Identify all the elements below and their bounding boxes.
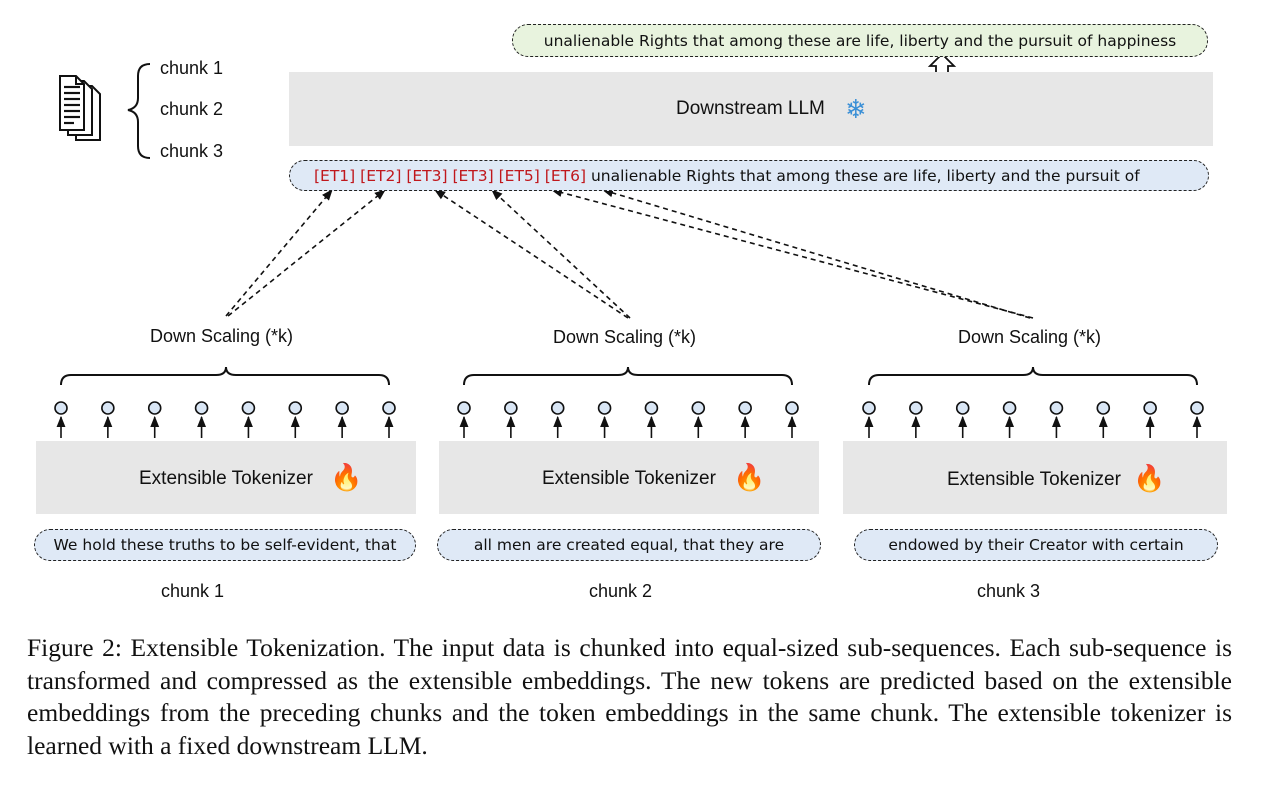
embedding-node <box>54 401 68 415</box>
chunk-label-3: chunk 3 <box>977 581 1041 601</box>
down-scaling-brace <box>868 366 1198 386</box>
output-text-pill: unalienable Rights that among these are … <box>512 24 1208 57</box>
snowflake-icon: ❄ <box>845 95 867 125</box>
chunk-input-text-2: all men are created equal, that they are <box>473 536 785 554</box>
down-scaling-brace <box>463 366 793 386</box>
embedding-node <box>1002 401 1017 415</box>
et-token: [ET5] <box>498 166 540 185</box>
embedding-node <box>644 401 659 415</box>
embedding-node <box>550 401 565 415</box>
output-text: unalienable Rights that among these are … <box>543 31 1177 50</box>
dashed-link-arrow <box>550 188 1034 319</box>
embedding-node <box>335 401 349 415</box>
input-sequence-text: unalienable Rights that among these are … <box>590 166 1140 185</box>
fire-icon: 🔥 <box>1133 463 1166 493</box>
chunk-input-pill-2: all men are created equal, that they are <box>437 529 821 561</box>
embedding-node <box>862 401 876 415</box>
embedding-node <box>241 401 256 415</box>
et-token: [ET3] <box>406 166 448 185</box>
embedding-node <box>194 401 209 415</box>
dashed-link-arrow <box>491 189 631 319</box>
fire-icon: 🔥 <box>330 462 363 492</box>
chunk-label-1: chunk 1 <box>161 581 225 601</box>
chunk-brace <box>127 63 151 159</box>
tokenizer-box-1 <box>36 441 416 514</box>
tokenizer-box-2 <box>439 441 819 514</box>
embedding-node <box>785 401 799 415</box>
embedding-node <box>1049 401 1064 415</box>
document-icon <box>59 75 101 141</box>
legend-chunk-3: chunk 3 <box>160 141 224 161</box>
chunk-input-text-1: We hold these truths to be self-evident,… <box>53 536 397 554</box>
embedding-node <box>955 401 970 415</box>
chunk-input-pill-3: endowed by their Creator with certain <box>854 529 1218 561</box>
dashed-link-arrow <box>227 189 386 317</box>
embedding-node <box>101 401 115 415</box>
et-token: [ET2] <box>360 166 402 185</box>
embedding-node <box>457 401 471 415</box>
legend-chunk-2: chunk 2 <box>160 99 224 119</box>
embedding-node <box>909 401 923 415</box>
embedding-node <box>147 401 162 415</box>
embedding-node <box>1190 401 1204 415</box>
dashed-link-arrow <box>601 188 1031 319</box>
embedding-node <box>738 401 752 415</box>
dashed-link-arrow <box>434 189 629 319</box>
dashed-link-arrow <box>225 189 333 317</box>
embedding-node <box>1143 401 1157 415</box>
input-sequence-pill: [ET1] [ET2] [ET3] [ET3] [ET5] [ET6] unal… <box>289 160 1209 191</box>
down-scaling-brace <box>60 366 390 386</box>
tokenizer-label-1: Extensible Tokenizer <box>139 468 313 489</box>
tokenizer-label-2: Extensible Tokenizer <box>542 468 716 489</box>
legend-chunk-1: chunk 1 <box>160 58 224 78</box>
downstream-llm-box <box>289 72 1213 146</box>
embedding-node <box>288 401 303 415</box>
down-scaling-label-2: Down Scaling (*k) <box>553 327 697 347</box>
chunk-input-text-3: endowed by their Creator with certain <box>888 536 1184 554</box>
tokenizer-box-3 <box>843 441 1227 514</box>
figure-caption: Figure 2: Extensible Tokenization. The i… <box>27 633 1232 760</box>
tokenizer-label-3: Extensible Tokenizer <box>947 469 1121 490</box>
et-token: [ET3] <box>452 166 494 185</box>
chunk-input-pill-1: We hold these truths to be self-evident,… <box>34 529 416 561</box>
embedding-node <box>1096 401 1111 415</box>
chunk-label-2: chunk 2 <box>589 581 653 601</box>
et-token: [ET1] <box>314 166 356 185</box>
down-scaling-label-1: Down Scaling (*k) <box>150 326 294 346</box>
embedding-node <box>382 401 396 415</box>
embedding-node <box>597 401 612 415</box>
embedding-node <box>691 401 706 415</box>
fire-icon: 🔥 <box>733 462 766 492</box>
downstream-llm-label: Downstream LLM <box>676 98 825 119</box>
embedding-node <box>504 401 518 415</box>
down-scaling-label-3: Down Scaling (*k) <box>958 327 1102 347</box>
et-token: [ET6] <box>544 166 586 185</box>
